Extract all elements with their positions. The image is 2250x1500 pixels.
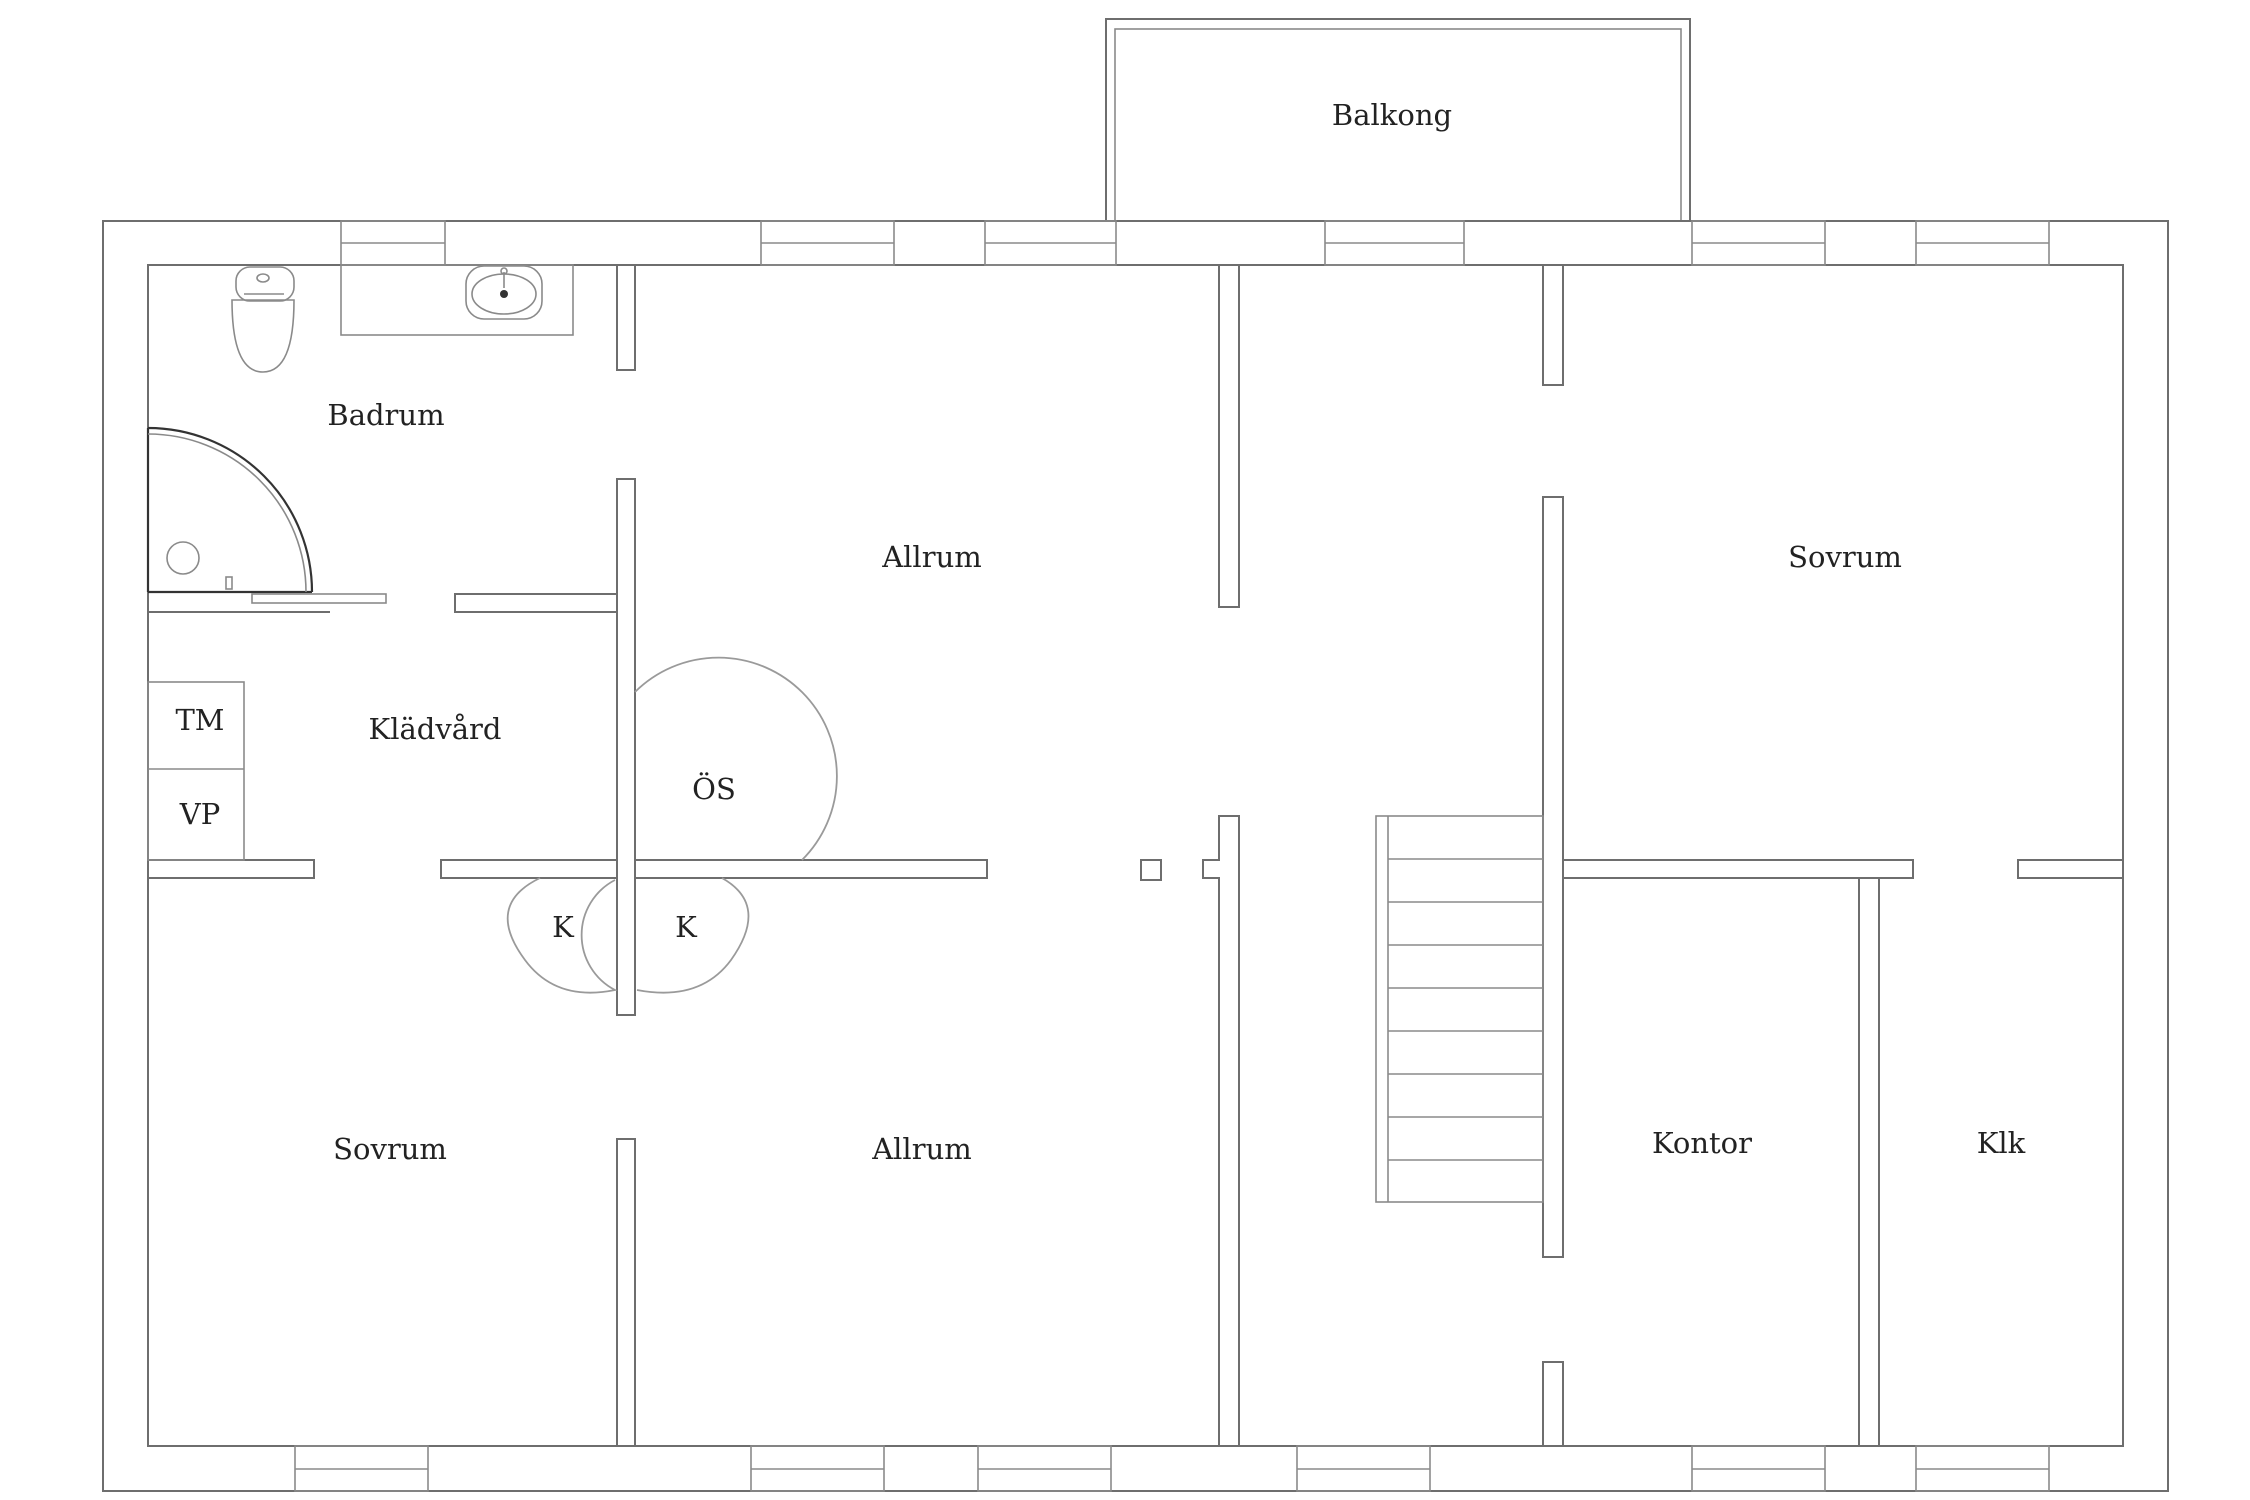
label-kladvard: Klädvård: [369, 712, 502, 746]
appliance-boxes: [147, 681, 245, 861]
label-os: ÖS: [692, 771, 736, 806]
label-tm: TM: [175, 703, 224, 737]
label-sovrum-left: Sovrum: [333, 1132, 447, 1166]
sink-counter: [340, 264, 574, 336]
shower-icon: [146, 426, 387, 604]
label-klk: Klk: [1977, 1126, 2026, 1160]
label-k-right: K: [675, 910, 698, 944]
sink-icon: [465, 265, 543, 320]
label-k-left: K: [552, 910, 575, 944]
interior-walls: [147, 264, 2124, 1447]
label-kontor: Kontor: [1652, 1126, 1752, 1160]
label-sovrum-right: Sovrum: [1788, 540, 1902, 574]
label-badrum: Badrum: [327, 398, 444, 432]
windows-bottom: [294, 1445, 2050, 1492]
label-allrum-top: Allrum: [881, 540, 982, 574]
label-balkong: Balkong: [1332, 98, 1452, 132]
door-swings: [506, 656, 838, 994]
label-vp: VP: [179, 797, 220, 831]
windows-top: [340, 220, 2050, 266]
label-allrum-bottom: Allrum: [871, 1132, 972, 1166]
toilet-icon: [231, 266, 295, 373]
staircase: [1375, 815, 1544, 1203]
